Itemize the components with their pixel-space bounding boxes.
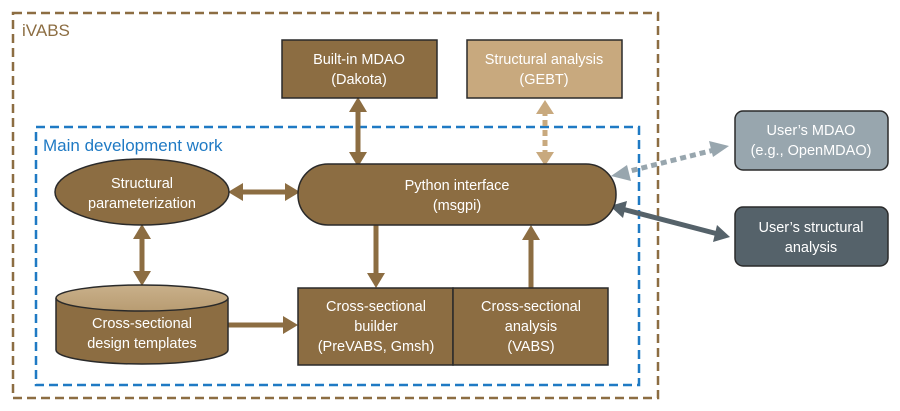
node-builtin-mdao[interactable]: Built-in MDAO (Dakota)	[281, 39, 438, 99]
node-structural-analysis[interactable]: Structural analysis (GEBT)	[466, 39, 623, 99]
cs-builder-line2: builder	[354, 319, 398, 335]
cs-analysis-line2: analysis	[505, 319, 557, 335]
main-dev-label: Main development work	[43, 136, 223, 155]
structural-param-subtitle: parameterization	[88, 196, 196, 212]
structural-analysis-title: Structural analysis	[485, 52, 603, 68]
main-dev-container	[34, 125, 641, 387]
cs-builder-title: Cross-sectional	[326, 299, 426, 315]
builtin-mdao-subtitle: (Dakota)	[331, 72, 387, 88]
edge-templates-builder	[228, 316, 298, 334]
edge-python-builder	[367, 224, 385, 288]
node-cs-analysis[interactable]: Cross-sectional analysis (VABS)	[452, 287, 609, 366]
users-mdao-subtitle: (e.g., OpenMDAO)	[751, 143, 872, 159]
builtin-mdao-title: Built-in MDAO	[313, 52, 405, 68]
edge-user-mdao-python	[611, 141, 729, 181]
users-structural-title: User’s structural	[758, 220, 863, 236]
users-mdao-title: User’s MDAO	[767, 123, 856, 139]
node-cs-builder[interactable]: Cross-sectional builder (PreVABS, Gmsh)	[297, 287, 454, 366]
cs-builder-tools: (PreVABS, Gmsh)	[318, 339, 435, 355]
design-templates-subtitle: design templates	[87, 336, 197, 352]
edge-user-structural-python	[610, 201, 730, 242]
node-structural-parameterization[interactable]: Structural parameterization	[54, 158, 230, 226]
edge-gebt-python	[536, 100, 554, 166]
structural-param-title: Structural	[111, 176, 173, 192]
python-interface-title: Python interface	[405, 178, 510, 194]
node-users-structural-analysis[interactable]: User’s structural analysis	[734, 206, 889, 267]
python-interface-subtitle: (msgpi)	[433, 198, 481, 214]
cs-analysis-tools: (VABS)	[507, 339, 554, 355]
ivabs-container	[11, 11, 660, 400]
users-structural-subtitle: analysis	[785, 240, 837, 256]
edge-param-templates	[133, 224, 151, 286]
cs-analysis-title: Cross-sectional	[481, 299, 581, 315]
edge-analysis-python	[522, 225, 540, 288]
edge-builtin-mdao-python	[349, 97, 367, 167]
node-users-mdao[interactable]: User’s MDAO (e.g., OpenMDAO)	[734, 110, 889, 171]
node-design-templates[interactable]: Cross-sectional design templates	[55, 284, 229, 365]
edge-param-python	[228, 183, 300, 201]
design-templates-title: Cross-sectional	[92, 316, 192, 332]
ivabs-label: iVABS	[22, 21, 70, 40]
structural-analysis-subtitle: (GEBT)	[519, 72, 568, 88]
node-python-interface[interactable]: Python interface (msgpi)	[297, 163, 617, 226]
